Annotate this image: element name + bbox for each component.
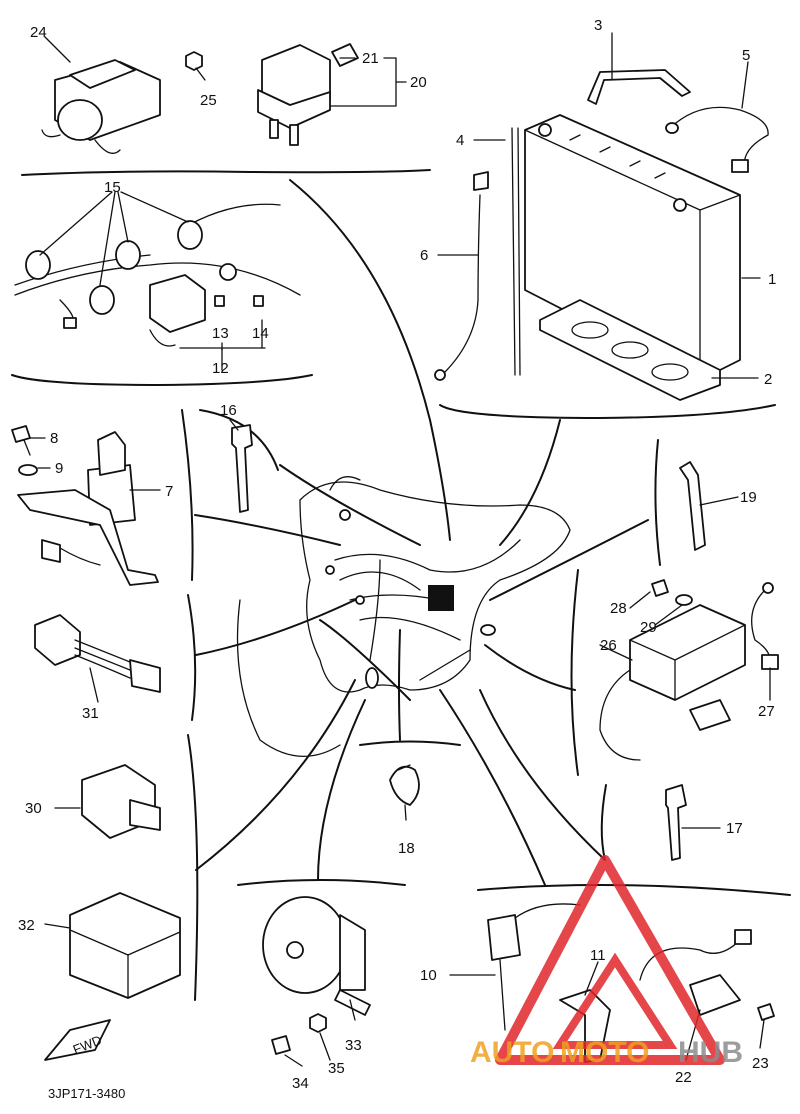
callout-21: 21: [362, 50, 379, 67]
part-12-connector: [149, 274, 266, 349]
callout-labels: 1 2 3 4 5 6 7 8 9 10 11 12 13 14 15 16 1…: [18, 17, 776, 1101]
part-33-horn: [262, 896, 371, 1016]
part-29-washer: [675, 594, 693, 606]
part-8-screw: [11, 425, 31, 456]
callout-1: 1: [768, 271, 776, 288]
diagram-code: 3JP171-3480: [48, 1086, 125, 1101]
part-26-regulator: [599, 604, 746, 761]
callout-30: 30: [25, 800, 42, 817]
callout-25: 25: [200, 92, 217, 109]
callout-17: 17: [726, 820, 743, 837]
callout-27: 27: [758, 703, 775, 720]
part-18-clamp: [389, 764, 420, 806]
part-28-bolt: [651, 579, 669, 597]
part-2-battery-tray-pad: [539, 299, 721, 401]
callout-23: 23: [752, 1055, 769, 1072]
part-4-vent-hose: [511, 127, 521, 376]
part-3-battery-strap: [587, 69, 691, 105]
callout-29: 29: [640, 619, 657, 636]
callout-10: 10: [420, 967, 437, 984]
part-27-lead: [751, 582, 779, 670]
part-10-switch: [487, 903, 581, 1031]
part-5-battery-cable: [665, 106, 769, 173]
callout-14: 14: [252, 325, 269, 342]
watermark-moto: MOTO: [560, 1036, 649, 1069]
callout-34: 34: [292, 1075, 309, 1092]
fwd-arrow: [44, 1019, 111, 1061]
frame-wiring-harness: [236, 476, 571, 757]
part-22-sensor: [639, 929, 752, 1016]
part-16-cable-tie: [231, 424, 253, 513]
callout-13: 13: [212, 325, 229, 342]
part-6-ground-lead: [434, 171, 489, 381]
callout-28: 28: [610, 600, 627, 617]
part-19-tie: [679, 461, 706, 551]
part-20-starter-relay: [257, 43, 359, 146]
part-15-wire-clamps: [14, 203, 301, 347]
callout-7: 7: [165, 483, 173, 500]
part-30-relay: [81, 764, 161, 839]
callout-26: 26: [600, 637, 617, 654]
part-17-cable-tie: [665, 784, 687, 861]
callout-5: 5: [742, 47, 750, 64]
callout-35: 35: [328, 1060, 345, 1077]
callout-18: 18: [398, 840, 415, 857]
callout-3: 3: [594, 17, 602, 34]
callout-12: 12: [212, 360, 229, 377]
callout-24: 24: [30, 24, 47, 41]
callout-2: 2: [764, 371, 772, 388]
callout-19: 19: [740, 489, 757, 506]
part-32-control-unit: [69, 892, 181, 999]
watermark-logo: [495, 855, 725, 1065]
connector-lines: [194, 179, 649, 886]
callout-16: 16: [220, 402, 237, 419]
callout-9: 9: [55, 460, 63, 477]
callout-22: 22: [675, 1069, 692, 1086]
part-25-nut: [185, 51, 203, 71]
callout-4: 4: [456, 132, 464, 149]
watermark-text: AUTO MOTO HUB: [470, 1036, 743, 1069]
callout-31: 31: [82, 705, 99, 722]
part-35-nut: [309, 1013, 327, 1033]
watermark-hub: HUB: [678, 1036, 743, 1069]
part-24-relay-unit: [41, 59, 161, 154]
part-31-sub-harness: [34, 614, 161, 693]
part-34-bolt: [271, 1035, 291, 1055]
part-23-screw: [757, 1003, 775, 1021]
callout-6: 6: [420, 247, 428, 264]
part-9-washer: [18, 464, 38, 476]
watermark-auto: AUTO: [470, 1036, 554, 1069]
callout-33: 33: [345, 1037, 362, 1054]
part-7-main-switch: [17, 431, 159, 586]
callout-32: 32: [18, 917, 35, 934]
callout-11: 11: [590, 947, 606, 964]
callout-20: 20: [410, 74, 427, 91]
callout-8: 8: [50, 430, 58, 447]
callout-15: 15: [104, 179, 121, 196]
